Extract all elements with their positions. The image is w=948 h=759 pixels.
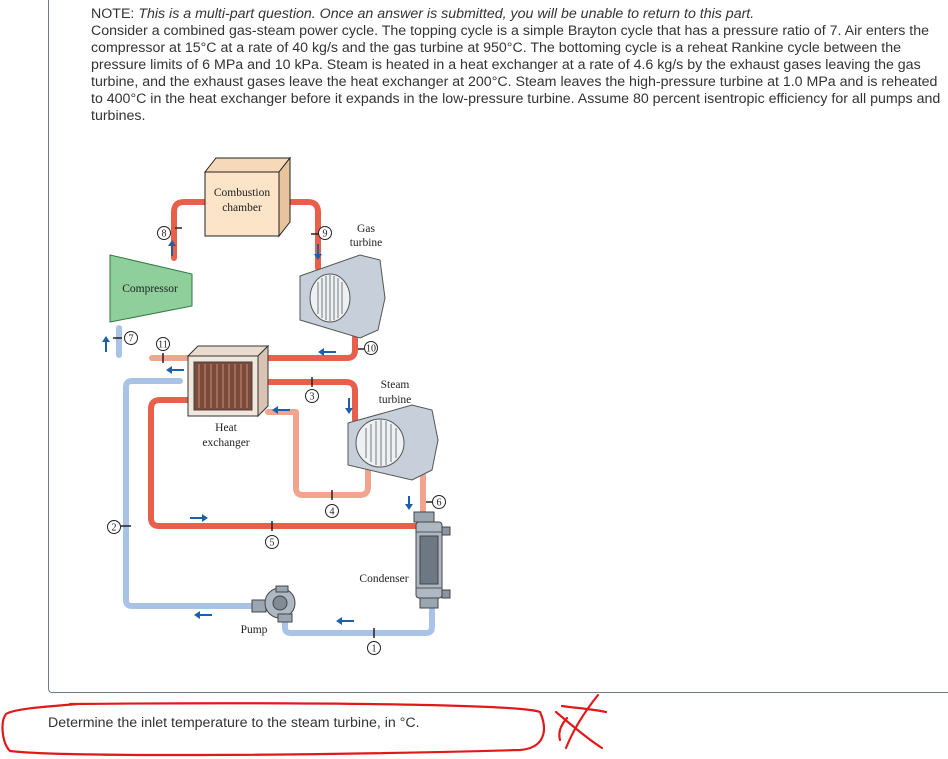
compressor: Compressor	[109, 254, 193, 323]
steam-turbine-label-1: Steam	[381, 379, 410, 391]
steam-turbine: Steam turbine	[347, 379, 439, 481]
state-9-label: 9	[323, 229, 328, 240]
pump: Pump	[241, 585, 296, 636]
state-1-label: 1	[372, 644, 377, 655]
question-panel	[48, 0, 948, 693]
question-prompt: Determine the inlet temperature to the s…	[48, 715, 420, 731]
state-6-label: 6	[437, 498, 442, 509]
red-x-mark-icon	[554, 693, 608, 750]
state-5-label: 5	[270, 538, 275, 549]
gas-turbine-label-2: turbine	[350, 237, 383, 249]
gas-turbine: Gas turbine	[299, 223, 386, 339]
state-2-label: 2	[112, 523, 117, 534]
pump-label: Pump	[241, 624, 268, 636]
cycle-diagram: Combustion chamber Compressor Gas turbin…	[102, 156, 451, 655]
state-11-label: 11	[158, 340, 168, 351]
state-4-label: 4	[330, 507, 335, 518]
problem-statement: NOTE: This is a multi-part question. Onc…	[91, 6, 943, 125]
heat-exchanger-label-1: Heat	[215, 422, 238, 434]
note-italic: This is a multi-part question. Once an a…	[138, 6, 755, 22]
flow-arrows	[102, 240, 413, 625]
combustion-label-1: Combustion	[214, 187, 270, 199]
heat-exchanger-label-2: exchanger	[202, 437, 249, 449]
state-ticks	[113, 227, 432, 638]
combustion-chamber: Combustion chamber	[203, 156, 292, 238]
state-3-label: 3	[310, 392, 315, 403]
combustion-label-2: chamber	[222, 202, 262, 214]
state-7-label: 7	[129, 334, 134, 345]
steam-turbine-label-2: turbine	[379, 394, 412, 406]
compressor-label: Compressor	[122, 283, 178, 295]
state-circles	[107, 226, 446, 655]
state-10-label: 10	[366, 344, 376, 355]
condenser-label: Condenser	[359, 573, 408, 585]
state-8-label: 8	[162, 229, 167, 240]
condenser: Condenser	[359, 511, 451, 609]
note-body: Consider a combined gas-steam power cycl…	[91, 23, 941, 124]
note-label: NOTE:	[91, 6, 135, 22]
heat-exchanger: Heat exchanger	[186, 344, 270, 449]
gas-turbine-label-1: Gas	[357, 223, 375, 235]
